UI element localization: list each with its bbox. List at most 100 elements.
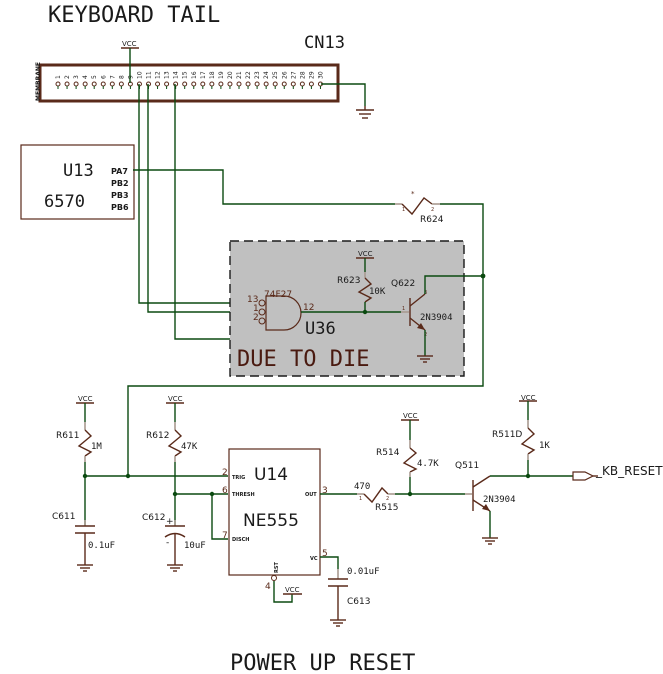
wire-pin30-gnd (321, 83, 366, 106)
connector-pin-dot (272, 81, 278, 87)
r511d-vcc: VCC (521, 394, 536, 402)
resistor-r624: * 1 2 R624 (395, 190, 444, 225)
connector-pin-label: 3 (73, 75, 80, 79)
c611-value: 0.1uF (88, 541, 115, 551)
connector-pin-label: 21 (236, 71, 243, 79)
u14-pinnum-7: 7 (222, 531, 228, 541)
r514-vcc: VCC (403, 412, 418, 420)
connector-pin: 15 (182, 71, 189, 89)
r511d-value: 1K (539, 441, 550, 451)
connector-pin-label: 29 (308, 71, 315, 79)
resistor-r612: VCC R612 47K (146, 395, 198, 462)
u14-pin-thresh: THRESH (232, 492, 255, 498)
u14-pin-vc: VC (310, 556, 318, 562)
title: KEYBOARD TAIL (48, 3, 220, 28)
capacitor-c611: C611 0.1uF (52, 512, 115, 565)
gate-pin-2: 2 (253, 313, 259, 323)
connector-pin: 21 (236, 71, 243, 89)
connector-pin-label: 2 (64, 75, 71, 79)
connector-pin-label: 17 (200, 71, 207, 79)
connector-pin: 17 (200, 71, 207, 89)
connector-pin: 13 (164, 71, 171, 89)
u14-pin-out: OUT (305, 492, 317, 498)
connector-pin: 9 (127, 75, 134, 89)
c613-value: 0.01uF (347, 567, 380, 577)
wire-pin10-gate13 (138, 84, 256, 304)
connector-pin-label: 9 (127, 75, 134, 79)
u14-pinnum-6: 6 (222, 486, 228, 496)
u14-part: NE555 (243, 511, 299, 531)
connector-pin: 2 (64, 75, 71, 89)
connector-pin-dot (281, 81, 287, 87)
r624-pin2: 2 (431, 207, 434, 213)
u14-pinnum-4: 4 (265, 582, 271, 592)
connector-pin-dot (245, 81, 251, 87)
connector-pin-label: 15 (182, 71, 189, 79)
ground-icon (482, 537, 498, 545)
r514-value: 4.7K (417, 459, 439, 469)
connector-pin: 26 (281, 71, 288, 89)
connector-pin-dot (236, 81, 242, 87)
r514-ref: R514 (376, 448, 400, 458)
port-label: _KB_RESET (595, 464, 663, 478)
connector-pin: 7 (109, 75, 116, 89)
connector-pin-label: 13 (164, 71, 171, 79)
resistor-r611: VCC R611 1M (56, 395, 102, 462)
r623-value: 10K (369, 287, 386, 297)
u14-pin-disch: DISCH (232, 537, 249, 543)
capacitor-c612: C612 + - 10uF (142, 513, 206, 565)
connector-pin: 25 (272, 71, 279, 89)
connector-pin: 23 (254, 71, 261, 89)
r624-value: * (411, 190, 415, 198)
connector-pin-label: 25 (272, 71, 279, 79)
connector-pin: 10 (136, 71, 143, 89)
connector-pin-label: 7 (109, 75, 116, 79)
r612-vcc: VCC (168, 395, 183, 403)
connector-pin-dot (308, 81, 314, 87)
q511-ref: Q511 (455, 461, 479, 471)
chip-u14: U14 NE555 TRIG THRESH DISCH OUT VC RST 2… (222, 448, 328, 592)
junction (125, 473, 131, 479)
wire-r624-reset-node (127, 203, 484, 476)
output-port-kb-reset: _KB_RESET (572, 464, 663, 481)
gate-part: 74F27 (264, 290, 292, 300)
r612-ref: R612 (146, 431, 169, 441)
connector-pin-dot (118, 81, 124, 87)
connector-pin-label: 19 (218, 71, 225, 79)
transistor-q622: Q622 2N3904 1 2 3 (391, 279, 453, 338)
connector-pin: 22 (245, 71, 252, 89)
connector-pin-dot (64, 81, 70, 87)
u14-body (228, 448, 321, 576)
r612-value: 47K (181, 442, 198, 452)
ground-icon (77, 564, 93, 572)
r623-vcc: VCC (358, 250, 373, 258)
connector-pin-label: 16 (191, 71, 198, 79)
u14-ref: U14 (254, 465, 288, 485)
resistor-r511d: VCC R511D 1K (492, 394, 550, 476)
connector-pin-label: 24 (263, 71, 270, 79)
connector-pin: 29 (308, 71, 315, 89)
wire-rst-vcc (273, 581, 293, 603)
connector-pin: 3 (73, 75, 80, 89)
capacitor-c613: 0.01uF C613 (328, 567, 380, 620)
connector-ref: CN13 (304, 33, 345, 53)
connector-pin-dot (218, 81, 224, 87)
connector-pin-dot (182, 81, 188, 87)
connector-pin-label: 5 (91, 75, 98, 79)
resistor-r515: 470 1 2 R515 (354, 482, 398, 513)
connector-pin-dot (109, 81, 115, 87)
region-u36: U36 DUE TO DIE 74F27 13 1 2 12 VCC R623 … (229, 240, 486, 377)
wire-disch (211, 494, 228, 540)
gate-74f27: 74F27 13 1 2 12 (247, 290, 314, 331)
connector-pin: 11 (146, 71, 153, 89)
connector-pin-dot (55, 81, 61, 87)
connector-pin: 5 (91, 75, 98, 89)
connector-pin: 19 (218, 71, 225, 89)
footer-title: POWER UP RESET (230, 651, 415, 674)
q511-part: 2N3904 (483, 495, 516, 505)
u14-pinnum-2: 2 (222, 468, 228, 478)
r611-value: 1M (91, 442, 102, 452)
r515-ref: R515 (375, 503, 398, 513)
